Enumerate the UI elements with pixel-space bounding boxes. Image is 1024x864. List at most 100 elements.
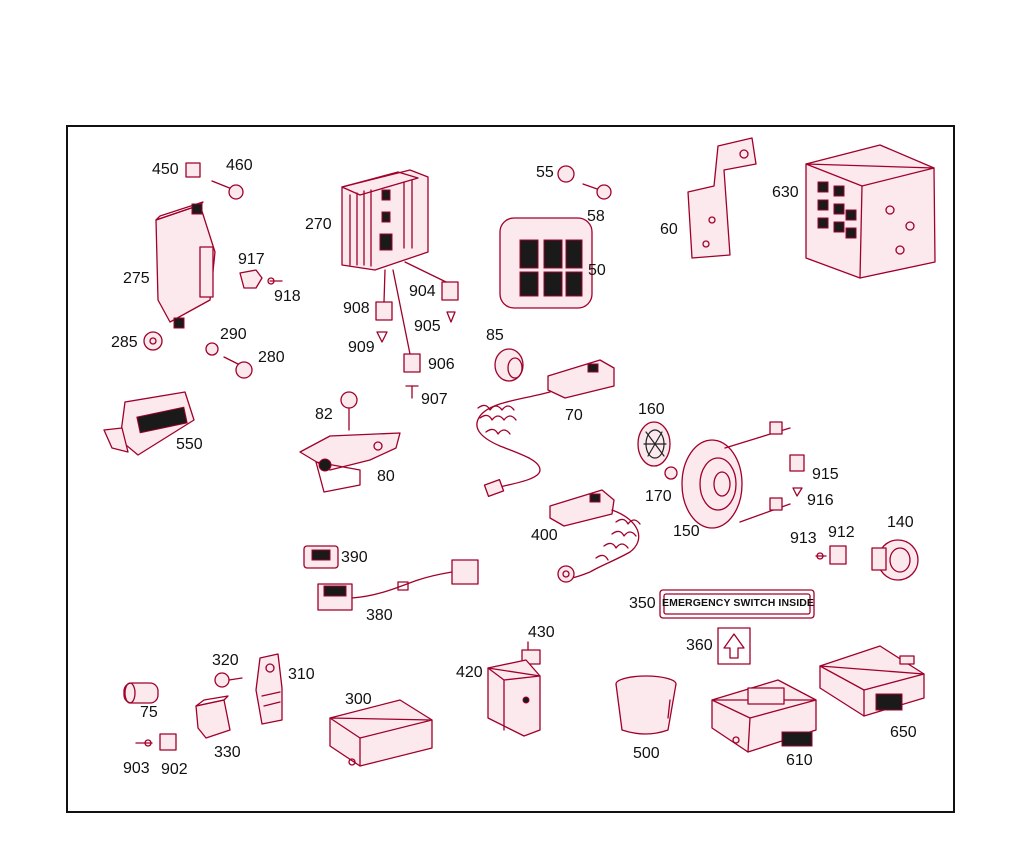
- callout-630[interactable]: 630: [772, 184, 799, 201]
- callout-280[interactable]: 280: [258, 349, 285, 366]
- part-500-cup: [615, 675, 677, 735]
- part-908-connector: [375, 301, 393, 321]
- part-916-pin: [792, 487, 803, 497]
- part-330-relay: [195, 695, 231, 739]
- callout-270[interactable]: 270: [305, 216, 332, 233]
- diagram-frame: [66, 125, 955, 813]
- part-140-switch: [871, 539, 919, 581]
- callout-420[interactable]: 420: [456, 664, 483, 681]
- callout-904[interactable]: 904: [409, 283, 436, 300]
- part-290-washer: [205, 342, 219, 356]
- part-320-screw: [214, 672, 243, 688]
- callout-70[interactable]: 70: [565, 407, 583, 424]
- callout-275[interactable]: 275: [123, 270, 150, 287]
- callout-610[interactable]: 610: [786, 752, 813, 769]
- part-380-harness: [317, 559, 479, 611]
- part-912-connector: [829, 545, 847, 565]
- part-50-speaker-grille: [499, 217, 593, 309]
- part-630-holder: [805, 144, 936, 279]
- callout-906[interactable]: 906: [428, 356, 455, 373]
- part-904-connector: [441, 281, 459, 301]
- callout-60[interactable]: 60: [660, 221, 678, 238]
- callout-909[interactable]: 909: [348, 339, 375, 356]
- part-918-pin: [267, 277, 283, 285]
- callout-85[interactable]: 85: [486, 327, 504, 344]
- part-300-control-unit: [329, 699, 433, 767]
- callout-55[interactable]: 55: [536, 164, 554, 181]
- part-905-pin: [446, 311, 456, 323]
- callout-905[interactable]: 905: [414, 318, 441, 335]
- part-280-screw: [223, 356, 253, 379]
- part-902-connector: [159, 733, 177, 751]
- callout-917[interactable]: 917: [238, 251, 265, 268]
- callout-290[interactable]: 290: [220, 326, 247, 343]
- part-903-pin: [135, 739, 153, 747]
- part-610-control-unit: [711, 679, 817, 753]
- callout-58[interactable]: 58: [587, 208, 605, 225]
- harness-lines-270: [383, 261, 447, 355]
- callout-913[interactable]: 913: [790, 530, 817, 547]
- callout-907[interactable]: 907: [421, 391, 448, 408]
- part-350-label: [659, 589, 815, 619]
- part-550-holder: [103, 391, 195, 456]
- part-913-pin: [815, 552, 827, 560]
- part-450-clip: [185, 162, 201, 178]
- part-650-control-unit: [819, 645, 925, 717]
- part-150-speaker: [681, 421, 791, 529]
- part-70-handset: [476, 359, 615, 498]
- part-275-control-unit: [155, 201, 216, 329]
- callout-75[interactable]: 75: [140, 704, 158, 721]
- callout-902[interactable]: 902: [161, 761, 188, 778]
- callout-450[interactable]: 450: [152, 161, 179, 178]
- part-58-screw: [582, 183, 612, 200]
- part-270-amplifier: [341, 169, 429, 271]
- callout-310[interactable]: 310: [288, 666, 315, 683]
- callout-908[interactable]: 908: [343, 300, 370, 317]
- callout-150[interactable]: 150: [673, 523, 700, 540]
- callout-400[interactable]: 400: [531, 527, 558, 544]
- part-907-pin: [405, 385, 419, 399]
- part-170-clip: [664, 466, 678, 480]
- callout-300[interactable]: 300: [345, 691, 372, 708]
- callout-80[interactable]: 80: [377, 468, 395, 485]
- part-909-pin: [376, 331, 388, 343]
- callout-360[interactable]: 360: [686, 637, 713, 654]
- part-310-bracket: [255, 653, 283, 725]
- part-360-label: [717, 627, 751, 665]
- callout-350[interactable]: 350: [629, 595, 656, 612]
- part-285-washer: [143, 331, 163, 351]
- emergency-label-text: EMERGENCY SWITCH INSIDE: [662, 597, 815, 609]
- callout-140[interactable]: 140: [887, 514, 914, 531]
- part-80-bracket: [299, 432, 401, 493]
- part-906-connector: [403, 353, 421, 373]
- part-55-washer: [557, 165, 575, 183]
- part-915-connector: [789, 454, 805, 472]
- part-420-relay-holder: [487, 659, 541, 737]
- callout-170[interactable]: 170: [645, 488, 672, 505]
- callout-460[interactable]: 460: [226, 157, 253, 174]
- part-82-bolt: [340, 391, 358, 431]
- callout-285[interactable]: 285: [111, 334, 138, 351]
- callout-330[interactable]: 330: [214, 744, 241, 761]
- callout-50[interactable]: 50: [588, 262, 606, 279]
- callout-430[interactable]: 430: [528, 624, 555, 641]
- part-390-clip: [303, 545, 339, 569]
- callout-320[interactable]: 320: [212, 652, 239, 669]
- callout-916[interactable]: 916: [807, 492, 834, 509]
- callout-912[interactable]: 912: [828, 524, 855, 541]
- callout-918[interactable]: 918: [274, 288, 301, 305]
- callout-550[interactable]: 550: [176, 436, 203, 453]
- part-75-sleeve: [123, 682, 159, 704]
- callout-160[interactable]: 160: [638, 401, 665, 418]
- callout-380[interactable]: 380: [366, 607, 393, 624]
- callout-82[interactable]: 82: [315, 406, 333, 423]
- callout-650[interactable]: 650: [890, 724, 917, 741]
- part-917-connector: [239, 269, 263, 289]
- callout-500[interactable]: 500: [633, 745, 660, 762]
- part-85-grommet: [494, 348, 524, 382]
- callout-903[interactable]: 903: [123, 760, 150, 777]
- part-460-screw: [211, 180, 244, 200]
- callout-915[interactable]: 915: [812, 466, 839, 483]
- callout-390[interactable]: 390: [341, 549, 368, 566]
